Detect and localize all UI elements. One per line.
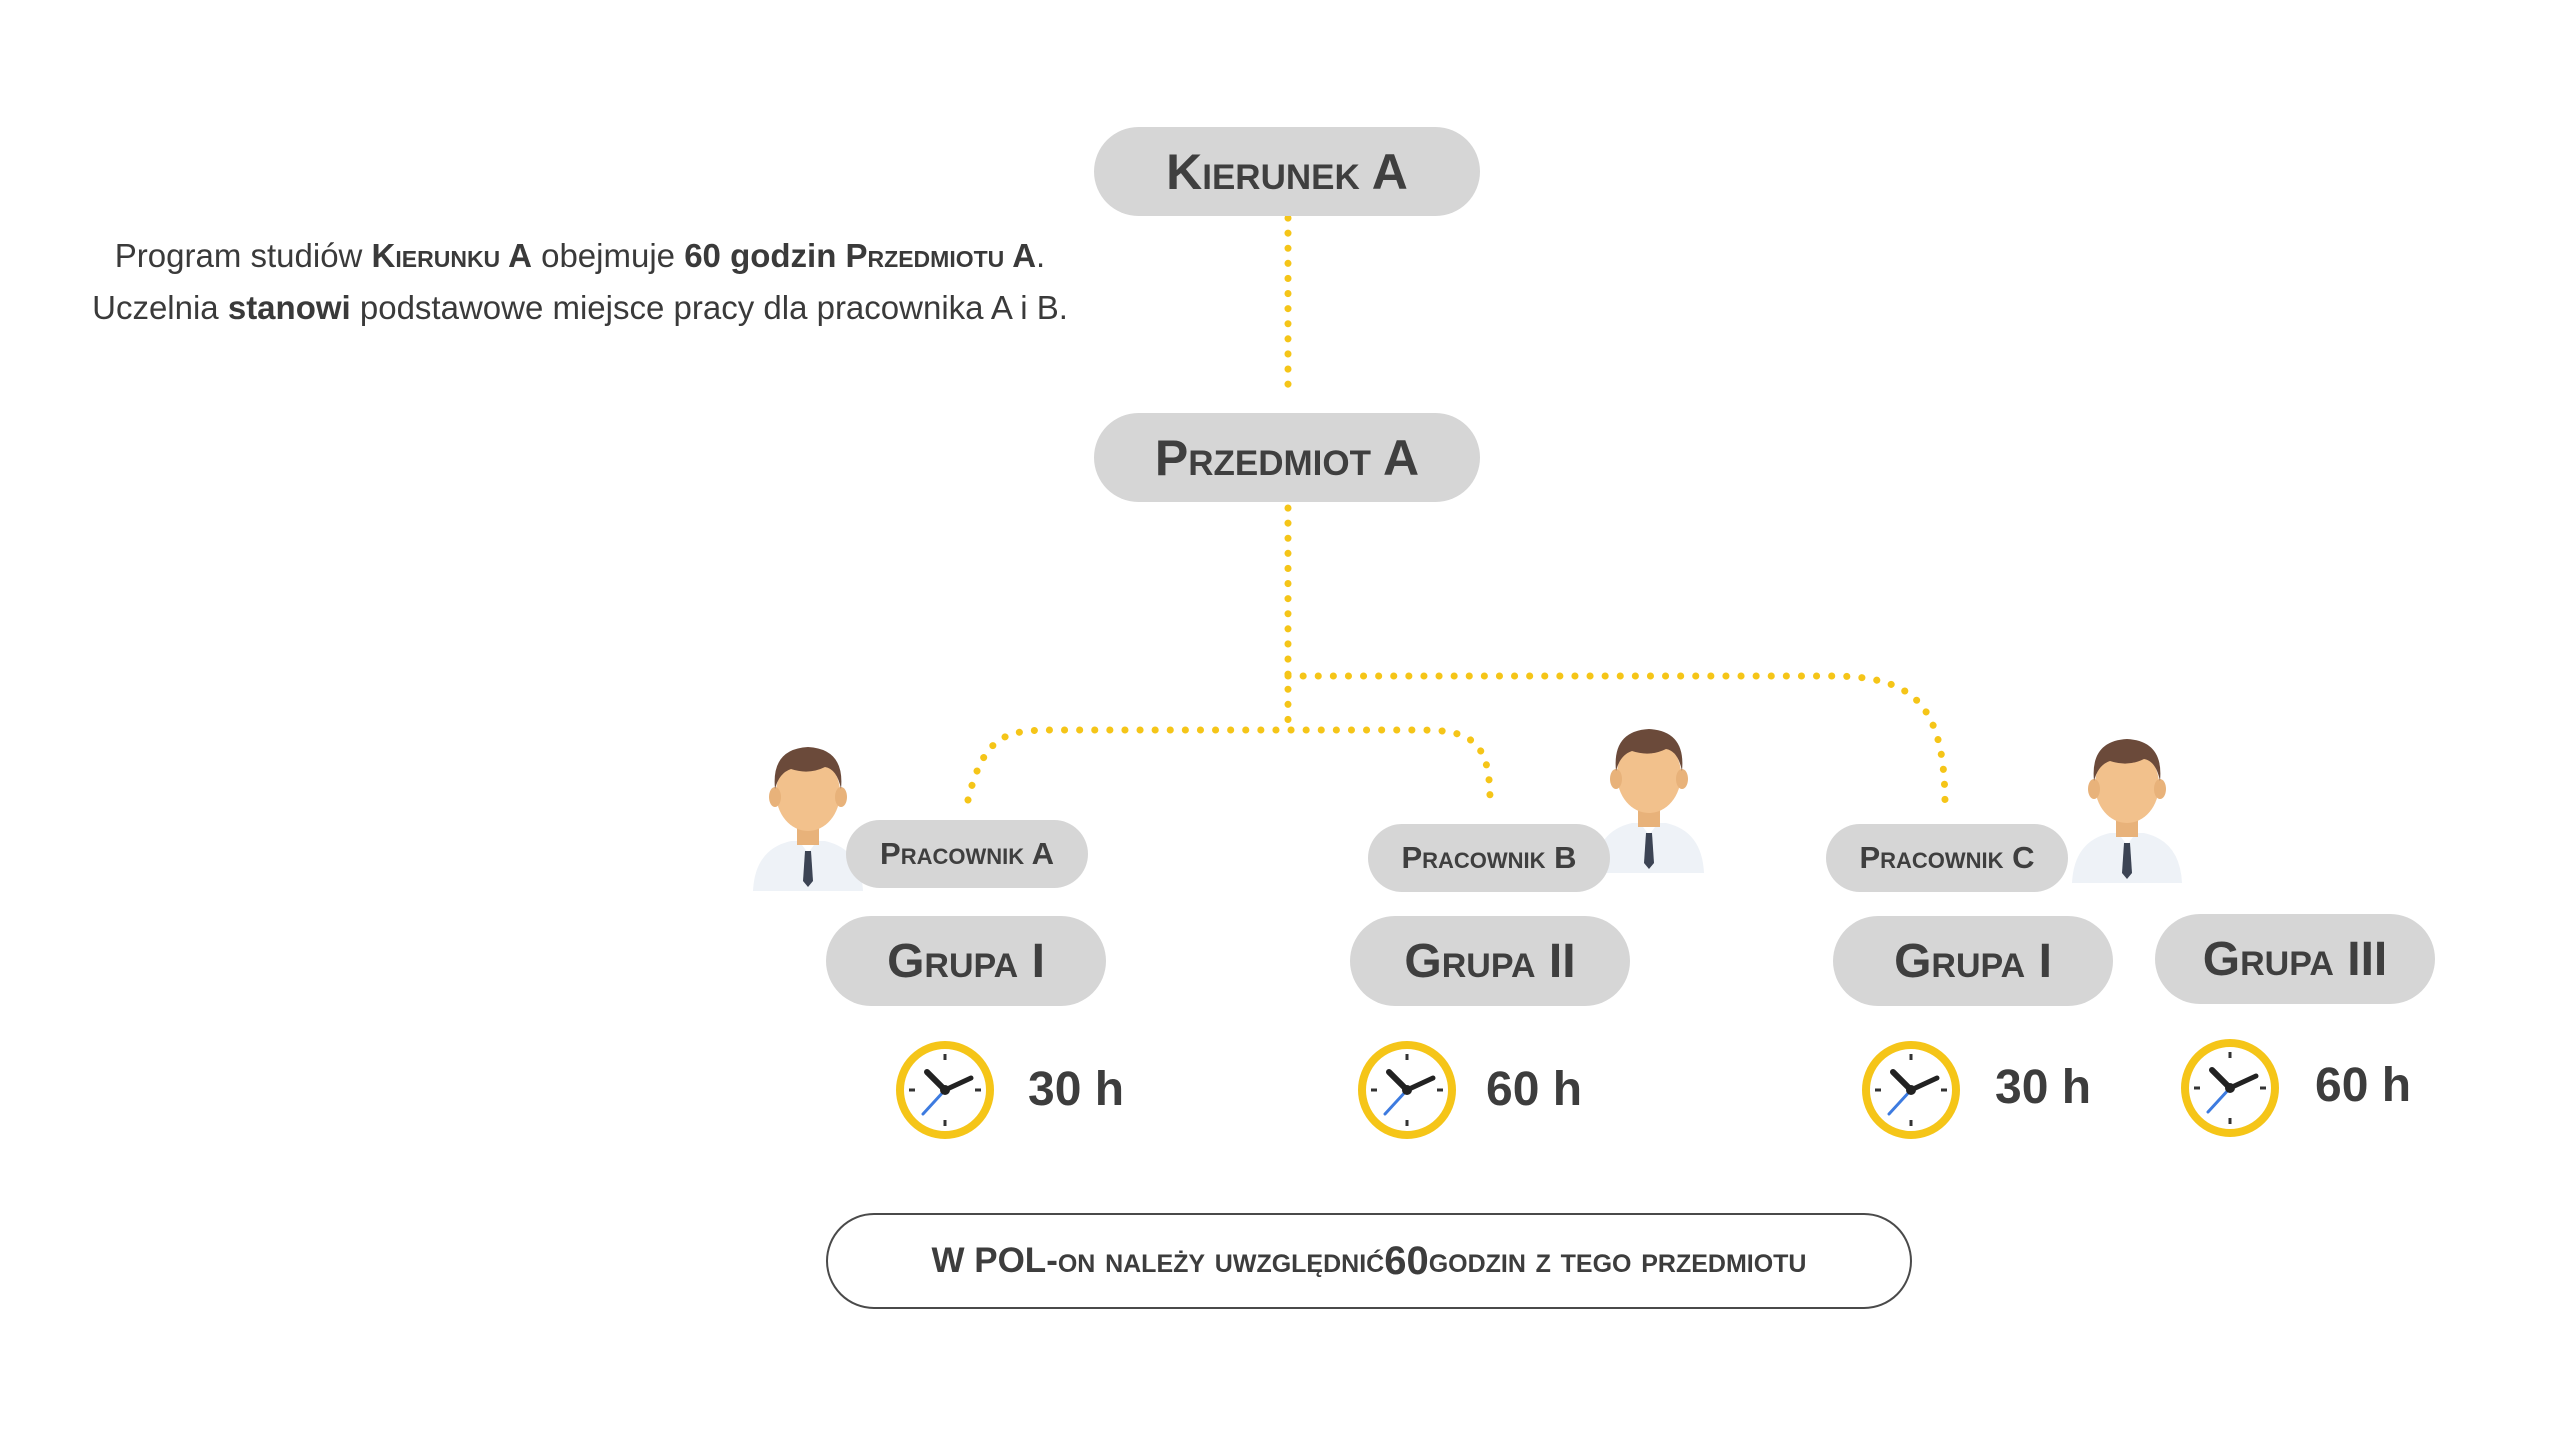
hours-group-a-1: 30 h [1028, 1063, 1125, 1116]
clock-icon [1358, 1041, 1456, 1139]
hours-group-b-2: 60 h [1486, 1063, 1583, 1116]
hours-group-c-1: 30 h [1995, 1061, 2092, 1114]
intro-line-2: Uczelnia stanowi podstawowe miejsce prac… [92, 289, 1068, 326]
node-przedmiot: Przedmiot A [1094, 413, 1480, 502]
node-kierunek: Kierunek A [1094, 127, 1480, 216]
clock-icon [1862, 1041, 1960, 1139]
worker-c: Pracownik C [1826, 824, 2068, 892]
intro-text: Program studiów Kierunku A obejmuje 60 g… [60, 230, 1100, 334]
person-avatar-icon [753, 747, 863, 891]
group-c-grupa-3: Grupa III [2155, 914, 2435, 1004]
group-b-grupa-2: Grupa II [1350, 916, 1630, 1006]
person-avatar-icon [1594, 729, 1704, 873]
clock-icon [2181, 1039, 2279, 1137]
worker-a: Pracownik A [846, 820, 1088, 888]
hours-group-c-3: 60 h [2315, 1059, 2412, 1112]
intro-line-1: Program studiów Kierunku A obejmuje 60 g… [114, 237, 1046, 274]
connector-right-branch [1284, 672, 1949, 809]
group-a-grupa-1: Grupa I [826, 916, 1106, 1006]
group-c-grupa-1: Grupa I [1833, 916, 2113, 1006]
worker-b: Pracownik B [1368, 824, 1610, 892]
clock-icon [896, 1041, 994, 1139]
pol-on-note: W POL-on należy uwzględnić 60 godzin z t… [826, 1213, 1912, 1309]
person-avatar-icon [2072, 739, 2182, 883]
connector-left-branch [964, 726, 1494, 804]
